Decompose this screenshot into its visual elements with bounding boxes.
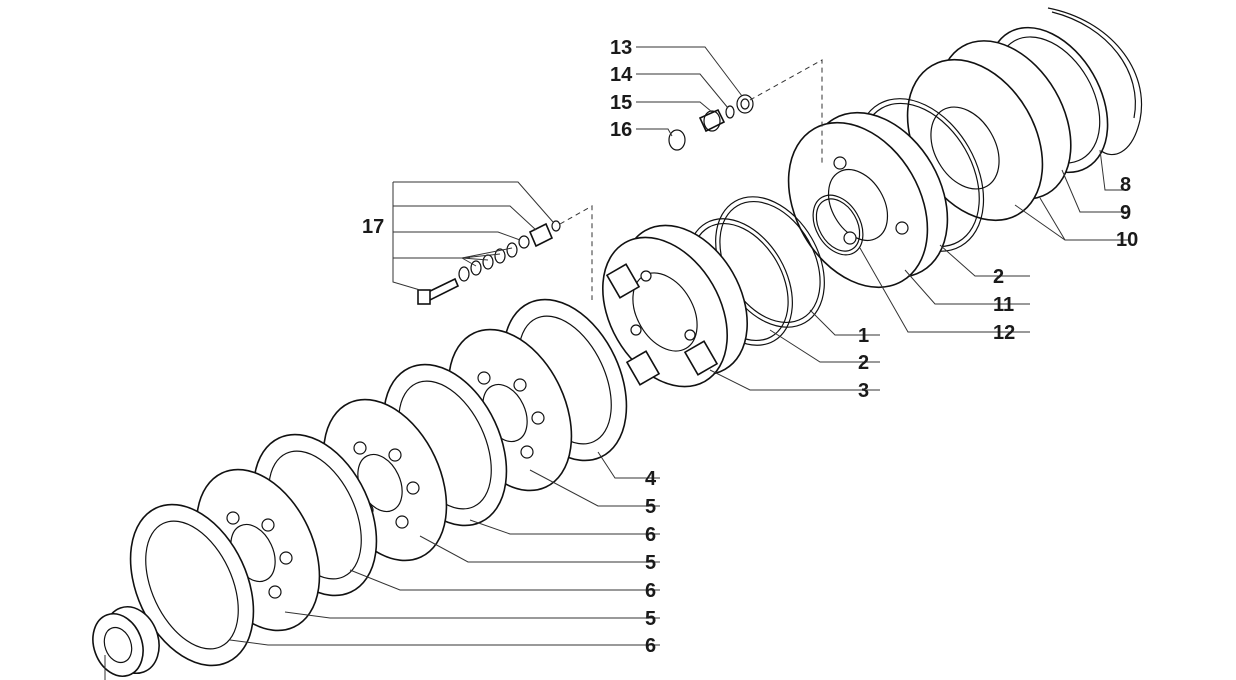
snap-ring-part: [1047, 7, 1142, 156]
label-6-b: 6: [645, 580, 656, 602]
label-5-a: 5: [645, 496, 656, 518]
label-15: 15: [610, 92, 632, 114]
valve-assembly-part: [668, 94, 754, 151]
label-4: 4: [645, 468, 657, 490]
label-11: 11: [993, 294, 1014, 316]
label-2-lower: 2: [858, 352, 869, 374]
bolt-assembly-part: [417, 220, 561, 305]
label-2-upper: 2: [993, 266, 1004, 288]
label-12: 12: [993, 322, 1015, 344]
assembly-dashed-lines: [559, 59, 823, 300]
part-number-labels: 13 14 15 16 17 8 9 10 2 11 12 1 2 3 4 5 …: [362, 37, 1138, 657]
label-1: 1: [858, 325, 869, 347]
label-13: 13: [610, 37, 632, 59]
label-6-c: 6: [645, 635, 656, 657]
label-17: 17: [362, 216, 384, 238]
label-5-b: 5: [645, 552, 656, 574]
label-5-c: 5: [645, 608, 656, 630]
label-9: 9: [1120, 202, 1131, 224]
clutch-housing-part: [602, 224, 748, 388]
label-8: 8: [1120, 174, 1131, 196]
label-14: 14: [610, 64, 633, 86]
piston-part: [787, 111, 949, 289]
leader-lines: [104, 46, 1128, 680]
label-16: 16: [610, 119, 632, 141]
steel-disc-6c-part: [129, 503, 255, 667]
label-3: 3: [858, 380, 869, 402]
label-10: 10: [1116, 229, 1138, 251]
label-6-a: 6: [645, 524, 656, 546]
